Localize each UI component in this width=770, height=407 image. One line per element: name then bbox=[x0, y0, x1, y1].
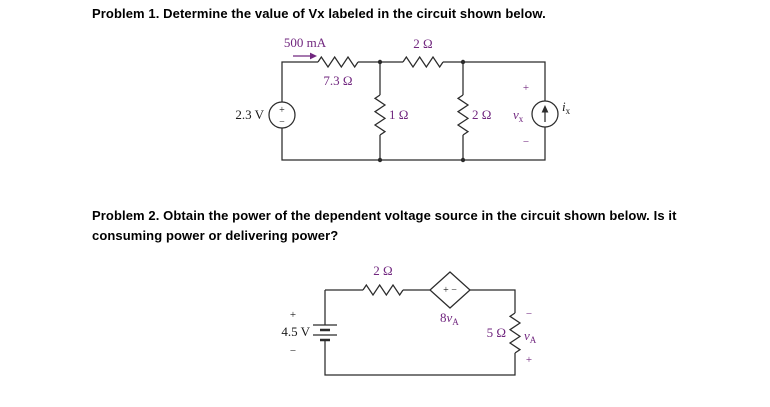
current-label: 500 mA bbox=[284, 35, 327, 50]
battery-long-plates bbox=[313, 324, 337, 336]
voltage-source-plus: + bbox=[279, 105, 285, 116]
dependent-source-signs: + − bbox=[443, 285, 457, 296]
dependent-source-symbol bbox=[429, 271, 471, 309]
battery-plus: + bbox=[290, 309, 296, 321]
vx-label: vx bbox=[513, 107, 524, 124]
vx-base: v bbox=[513, 107, 519, 122]
battery-short-plates bbox=[320, 328, 330, 342]
node-dot bbox=[377, 59, 383, 65]
va-minus: − bbox=[526, 308, 532, 320]
vx-sub: x bbox=[519, 114, 524, 124]
resistor-5-ohm-label: 5 Ω bbox=[487, 325, 506, 340]
problem1-statement: Problem 1. Determine the value of Vx lab… bbox=[92, 6, 546, 21]
node-dot bbox=[460, 157, 466, 163]
resistor-1-ohm-label: 1 Ω bbox=[389, 107, 408, 122]
va-sub: A bbox=[530, 335, 537, 345]
circuit2-wires bbox=[324, 289, 516, 376]
voltage-source-minus: − bbox=[279, 117, 285, 128]
circuit1: + − 2.3 V 500 mA 7.3 Ω 2 Ω 1 Ω 2 Ω ix + … bbox=[235, 35, 571, 163]
resistor-2-ohm-top-label: 2 Ω bbox=[413, 36, 432, 51]
current-source-symbol bbox=[531, 100, 559, 128]
va-plus: + bbox=[526, 354, 532, 366]
node-dot bbox=[377, 157, 383, 163]
node-dot bbox=[460, 59, 466, 65]
resistor-7-3-ohm bbox=[317, 55, 359, 69]
battery-label: 4.5 V bbox=[281, 324, 310, 339]
dep-base: v bbox=[447, 310, 453, 325]
problem2-statement: Problem 2. Obtain the power of the depen… bbox=[92, 206, 677, 246]
problem2-statement-line1: Problem 2. Obtain the power of the depen… bbox=[92, 208, 677, 223]
battery-minus: − bbox=[290, 345, 296, 357]
circuit1-wires bbox=[281, 61, 546, 161]
voltage-source-label: 2.3 V bbox=[235, 107, 264, 122]
ix-base: i bbox=[562, 99, 566, 114]
va-base: v bbox=[524, 328, 530, 343]
va-label: vA bbox=[524, 328, 537, 345]
voltage-source-symbol bbox=[268, 101, 296, 129]
current-arrow-head bbox=[310, 52, 317, 60]
resistor-2-ohm-c2-label: 2 Ω bbox=[373, 263, 392, 278]
ix-sub: x bbox=[566, 106, 571, 116]
vx-minus: − bbox=[523, 136, 529, 148]
vx-plus: + bbox=[523, 82, 529, 94]
resistor-1-ohm bbox=[373, 94, 387, 136]
problem2-statement-line2: consuming power or delivering power? bbox=[92, 228, 339, 243]
resistor-2-ohm-top bbox=[402, 55, 444, 69]
ix-label: ix bbox=[562, 99, 571, 116]
current-source-arrow-head bbox=[541, 105, 549, 113]
resistor-2-ohm-branch bbox=[456, 94, 470, 136]
dependent-source-label: 8vA bbox=[440, 310, 459, 327]
resistor-2-ohm-branch-label: 2 Ω bbox=[472, 107, 491, 122]
circuit2: + 4.5 V − 2 Ω + − 8vA 5 Ω − vA + bbox=[281, 263, 537, 376]
resistor-7-3-ohm-label: 7.3 Ω bbox=[323, 73, 352, 88]
resistor-2-ohm-c2 bbox=[362, 283, 404, 297]
dep-sub: A bbox=[452, 317, 459, 327]
resistor-5-ohm bbox=[508, 312, 522, 354]
dep-num: 8 bbox=[440, 310, 447, 325]
